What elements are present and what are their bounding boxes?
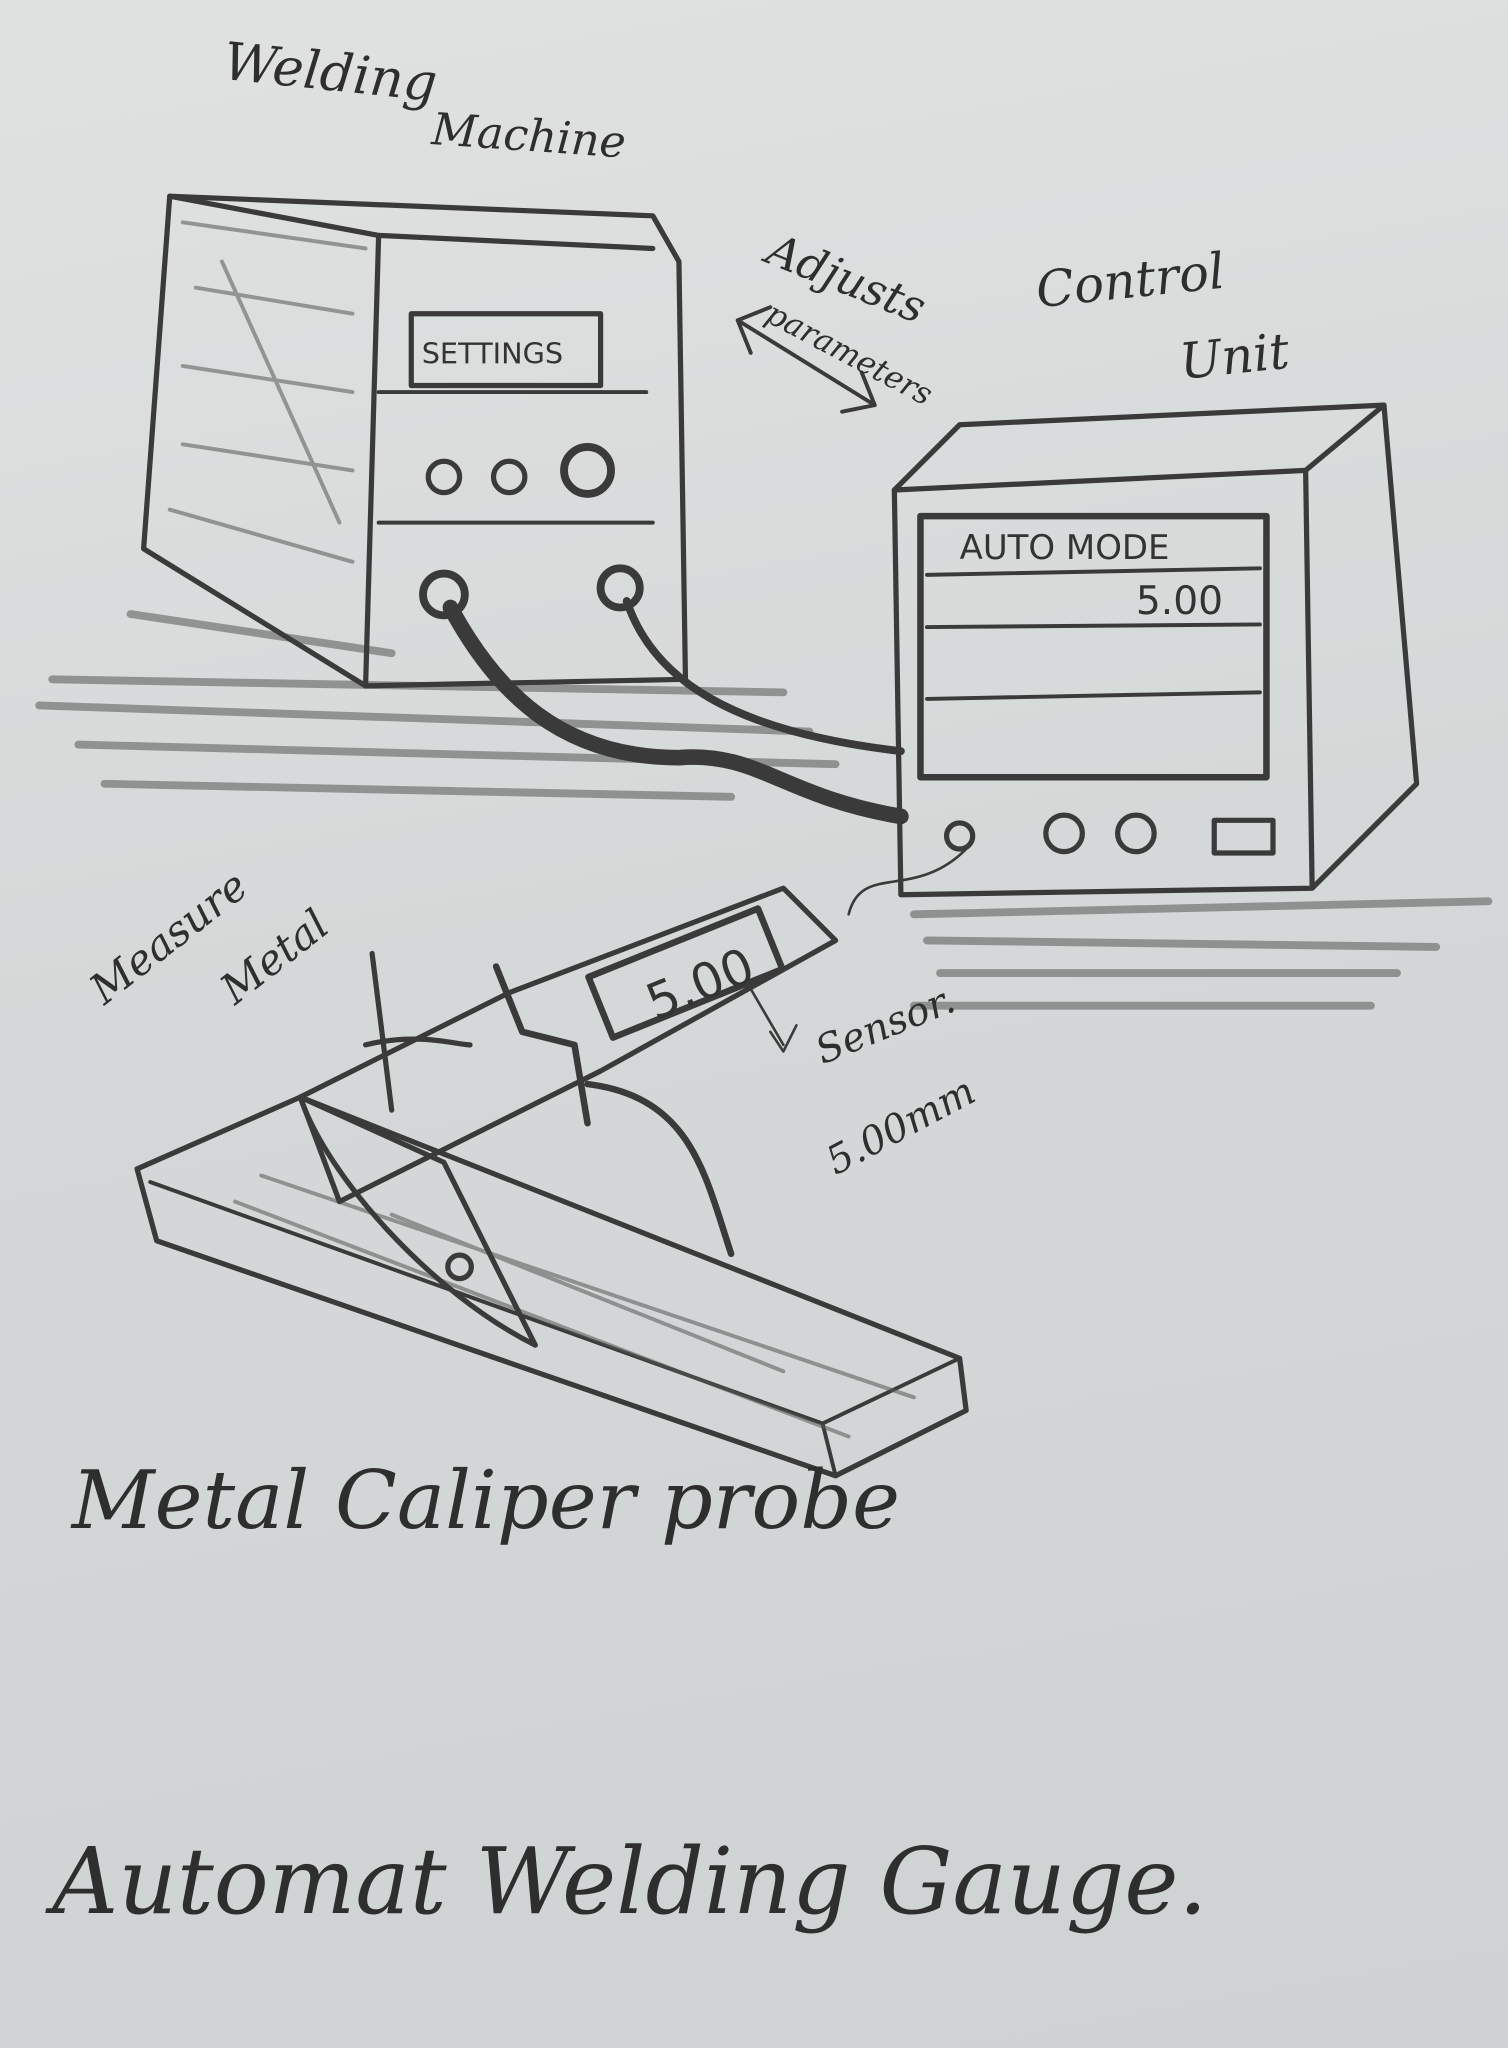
machine-panel-lines [376,390,655,525]
unit-top [891,402,1387,493]
display-lines [925,566,1262,701]
sketch-title: Automat Welding Gauge. [45,1828,1207,1935]
port-icon [596,564,644,612]
control-unit-label: Control [1033,242,1227,319]
control-value-text: 5.00 [1136,579,1223,624]
port-icon [419,569,469,620]
settings-display-text: SETTINGS [422,336,563,370]
control-display [917,512,1270,781]
switch-icon [1211,817,1276,856]
control-unit-label-2: Unit [1177,322,1293,391]
metal-caliper-probe: 5.00 [134,885,969,1479]
caliper-jaw [297,1094,538,1348]
knob-icon [1115,812,1157,855]
unit-shadow [910,897,1493,1010]
sensor-value: 5.00mm [819,1069,983,1185]
unit-body [891,402,1420,898]
cable [442,599,909,825]
cable [622,597,905,756]
welding-machine-label: Welding [221,32,440,114]
knob-icon [490,458,528,496]
sensor-label: Sensor. [809,977,961,1073]
caliper-caption: Metal Caliper probe [70,1454,900,1548]
auto-mode-text: AUTO MODE [960,528,1170,568]
knob-icon [425,458,463,496]
sensor-wire [847,847,968,916]
caliper-handle [492,963,735,1258]
caliper-jaw-upper [362,950,473,1113]
welding-machine: SETTINGS [35,193,909,825]
screw-icon [445,1252,474,1282]
metal-bar-shading [233,1173,916,1439]
control-unit: AUTO MODE 5.00 [891,402,1493,1010]
knob-icon [1043,812,1085,855]
machine-edges [167,193,656,689]
settings-display [408,311,604,389]
machine-side-shading [167,220,368,564]
arrow-icon [745,980,798,1053]
welding-machine-label-2: Machine [429,104,627,169]
double-arrow-icon [735,305,877,414]
caliper-display [585,905,786,1041]
port-icon [943,820,976,852]
knob-icon [560,442,615,498]
